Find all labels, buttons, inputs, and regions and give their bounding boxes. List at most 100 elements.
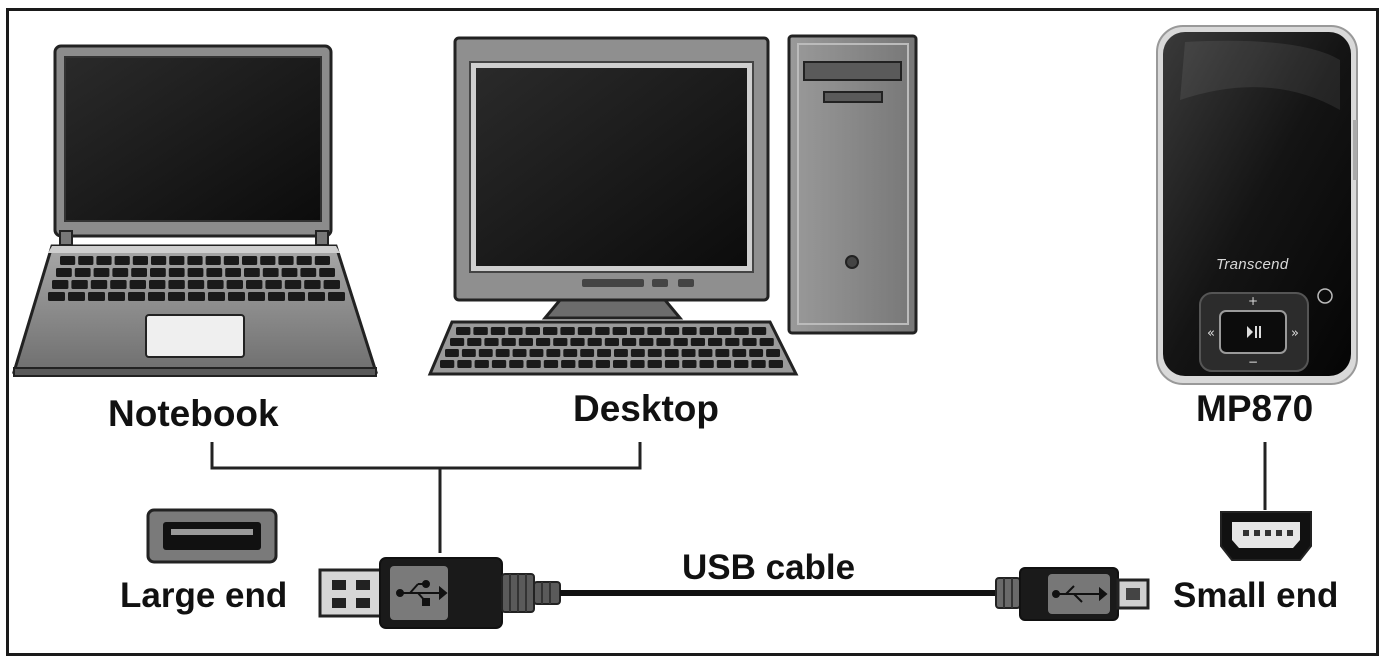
key: [131, 268, 147, 277]
key: [639, 338, 654, 346]
key: [742, 338, 757, 346]
key: [512, 349, 527, 357]
key: [456, 327, 471, 335]
usb-a-port-icon: [146, 508, 278, 564]
key: [612, 327, 627, 335]
key: [508, 327, 523, 335]
key: [699, 360, 714, 368]
key: [474, 360, 489, 368]
key: [128, 292, 145, 301]
connection-lines: [210, 442, 1267, 553]
key: [319, 268, 335, 277]
key: [699, 327, 714, 335]
notebook-icon: [11, 44, 379, 377]
key: [88, 292, 105, 301]
key: [308, 292, 325, 301]
usb-cable-label: USB cable: [682, 548, 856, 587]
key: [664, 327, 680, 335]
key: [570, 338, 585, 346]
key: [132, 256, 148, 265]
desktop-tower-icon: [787, 34, 918, 335]
key: [457, 360, 472, 368]
key: [71, 280, 88, 289]
key: [597, 349, 611, 357]
key: [560, 327, 575, 335]
key: [110, 280, 127, 289]
key: [682, 327, 697, 335]
key: [682, 360, 697, 368]
key: [188, 292, 205, 301]
key: [614, 349, 628, 357]
key: [664, 349, 679, 357]
key: [749, 349, 764, 357]
key: [768, 360, 783, 368]
key: [300, 268, 317, 277]
key: [148, 292, 165, 301]
key: [265, 280, 282, 289]
key: [698, 349, 713, 357]
key: [108, 292, 125, 301]
mini-usb-port-icon: [1220, 511, 1312, 561]
key: [604, 338, 619, 346]
key: [284, 280, 302, 289]
key: [751, 327, 767, 335]
key: [281, 268, 298, 277]
key: [112, 268, 129, 277]
key: [246, 280, 263, 289]
key: [622, 338, 637, 346]
key: [561, 360, 576, 368]
key: [328, 292, 345, 301]
svg-text:+: +: [1248, 294, 1258, 308]
key: [577, 327, 593, 335]
key: [60, 256, 76, 265]
key: [536, 338, 551, 346]
key: [708, 338, 723, 346]
key: [168, 268, 185, 277]
key: [732, 349, 747, 357]
large-end-label: Large end: [120, 576, 288, 615]
key: [725, 338, 740, 346]
key: [278, 256, 294, 265]
notebook-label: Notebook: [108, 393, 279, 434]
key: [518, 338, 533, 346]
key: [68, 292, 85, 301]
key: [226, 280, 243, 289]
key: [74, 268, 91, 277]
key: [715, 349, 730, 357]
key: [580, 349, 595, 357]
key: [450, 338, 465, 346]
key: [543, 360, 559, 368]
svg-text:»: »: [1291, 326, 1299, 341]
key: [129, 280, 146, 289]
key: [187, 268, 204, 277]
key: [242, 256, 258, 265]
key: [248, 292, 265, 301]
mp870-player-icon: + − « »: [1156, 25, 1358, 385]
key: [751, 360, 766, 368]
key: [149, 280, 166, 289]
key: [595, 327, 610, 335]
key: [681, 349, 696, 357]
key: [52, 280, 69, 289]
key: [323, 280, 340, 289]
key: [207, 280, 224, 289]
key: [630, 360, 645, 368]
key: [268, 292, 285, 301]
key: [296, 256, 312, 265]
key: [90, 280, 108, 289]
key: [314, 256, 330, 265]
key: [114, 256, 130, 265]
svg-text:«: «: [1207, 326, 1215, 341]
key: [647, 349, 662, 357]
key: [664, 360, 680, 368]
key: [150, 268, 166, 277]
key: [613, 360, 628, 368]
key: [526, 360, 541, 368]
key: [48, 292, 65, 301]
key: [56, 268, 72, 277]
key: [93, 268, 110, 277]
player-brand-logo: Transcend: [1216, 256, 1289, 273]
key: [151, 256, 167, 265]
key: [734, 327, 749, 335]
